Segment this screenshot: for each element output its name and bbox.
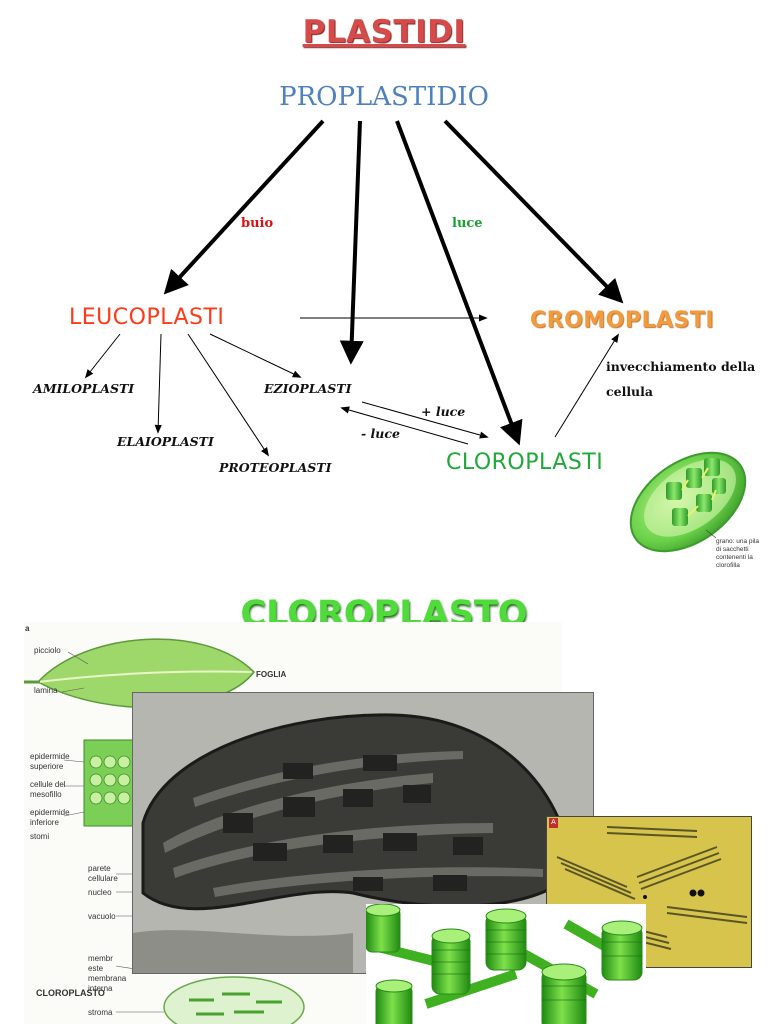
root-node-proplastidio: PROPLASTIDIO	[279, 82, 489, 112]
arrow-to-leucoplasti	[163, 119, 325, 295]
label-luce: luce	[452, 216, 483, 231]
label-parete-cellulare: parete cellulare	[88, 864, 118, 884]
diagram-arrows	[84, 119, 624, 457]
arrow-to-proteoplasti	[187, 333, 269, 457]
caption-line-4: clorofilla	[716, 562, 740, 569]
page-title: PLASTIDI	[302, 14, 466, 50]
aging-note-line-2: cellula	[606, 384, 653, 399]
aging-note: invecchiamento della cellula	[606, 354, 755, 404]
label-epidermide-inferiore: epidermide inferiore	[30, 808, 70, 828]
label-cellule-mesofillo-1: cellule del	[30, 780, 66, 789]
label-epidermide-superiore-2: superiore	[30, 762, 64, 771]
node-elaioplasti: ELAIOPLASTI	[117, 434, 214, 449]
label-epidermide-superiore: epidermide superiore	[30, 752, 70, 772]
label-membrana-interna-1: membrana	[88, 974, 127, 983]
grana-stacks	[666, 458, 726, 526]
label-plus-luce: + luce	[421, 404, 466, 419]
leaf-anatomy-drawing	[24, 638, 305, 1024]
grana-3d-drawing	[366, 904, 643, 1024]
node-proteoplasti: PROTEOPLASTI	[219, 460, 332, 475]
figure-letter-a: a	[25, 624, 30, 633]
chloroplast-caption: grano: una pila di sacchetti contenenti …	[716, 538, 768, 570]
node-cloroplasti: CLOROPLASTI	[446, 450, 604, 475]
label-cellule-mesofillo: cellule del mesofillo	[30, 780, 66, 800]
node-cromoplasti: CROMOPLASTI	[530, 308, 715, 333]
label-lamina: lamina	[34, 686, 58, 695]
label-membrana-interna-2: interna	[88, 984, 113, 993]
label-buio: buio	[241, 216, 274, 231]
arrow-to-ezioplasti-thin	[209, 333, 302, 378]
label-membrana-esterna-2: este	[88, 964, 104, 973]
label-epidermide-superiore-1: epidermide	[30, 752, 70, 761]
caption-line-3: contenenti la	[716, 554, 753, 561]
label-parete-2: cellulare	[88, 874, 118, 883]
label-foglia: FOGLIA	[256, 670, 287, 679]
label-membrana-esterna-1: membr	[88, 954, 113, 963]
arrow-cloro-ezio	[340, 406, 469, 445]
caption-line-2: di sacchetti	[716, 546, 749, 553]
label-vacuolo: vacuolo	[88, 912, 116, 921]
label-cloroplasto: CLOROPLASTO	[36, 988, 105, 998]
micrograph-drawing	[133, 693, 593, 973]
label-stroma: stroma	[88, 1008, 113, 1017]
label-membrana-esterna: membr este	[88, 954, 113, 974]
node-amiloplasti: AMILOPLASTI	[33, 381, 135, 396]
micrograph-letter: A	[549, 818, 558, 828]
label-parete-1: parete	[88, 864, 111, 873]
caption-line-1: grano: una pila	[716, 538, 760, 545]
aging-note-line-1: invecchiamento della	[606, 359, 756, 374]
label-cellule-mesofillo-2: mesofillo	[30, 790, 62, 799]
arrow-ezio-cloro	[361, 401, 489, 439]
label-epidermide-inferiore-2: inferiore	[30, 818, 59, 827]
arrow-cloro-cromo	[554, 333, 619, 438]
arrow-to-cromoplasti	[443, 119, 624, 304]
arrow-to-elaioplasti	[154, 333, 162, 434]
label-picciolo: picciolo	[34, 646, 61, 655]
arrow-to-ezioplasti	[339, 120, 364, 365]
label-membrana-interna: membrana interna	[88, 974, 126, 994]
arrow-to-cloroplasti	[395, 120, 523, 446]
label-minus-luce: - luce	[361, 426, 400, 441]
label-nucleo: nucleo	[88, 888, 112, 897]
grana-3d-render	[366, 904, 646, 1024]
electron-micrograph	[132, 692, 594, 974]
label-epidermide-inferiore-1: epidermide	[30, 808, 70, 817]
chloroplast-illustration	[629, 451, 747, 553]
node-leucoplasti: LEUCOPLASTI	[69, 305, 225, 330]
arrow-to-amiloplasti	[84, 333, 121, 379]
node-ezioplasti: EZIOPLASTI	[264, 381, 352, 396]
label-stomi: stomi	[30, 832, 50, 841]
